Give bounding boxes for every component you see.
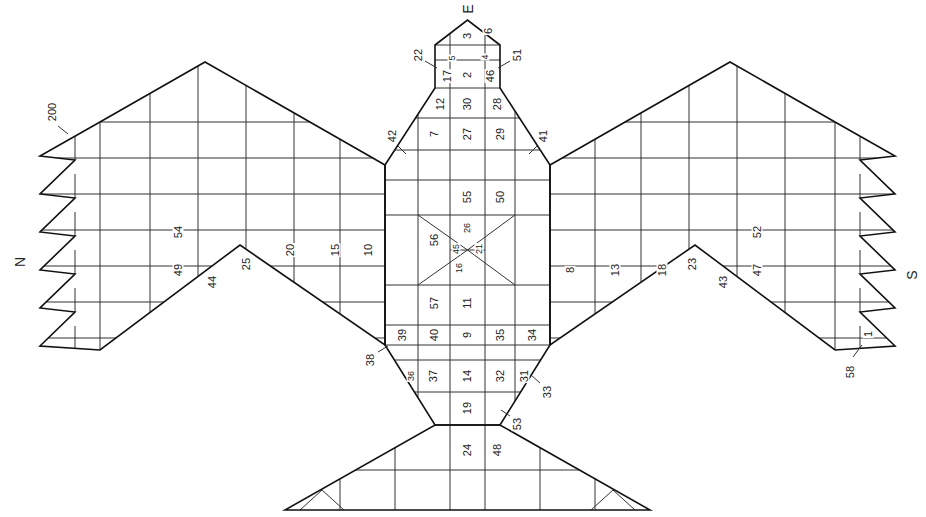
cell-number: 28	[492, 97, 503, 111]
cell-number: 200	[47, 102, 58, 122]
cell-number: 47	[752, 263, 763, 277]
cell-number: 7	[429, 130, 440, 138]
cell-number: 35	[495, 328, 506, 342]
cell-number: 44	[207, 275, 218, 289]
cell-number: 57	[429, 296, 440, 310]
cell-number: 23	[687, 257, 698, 271]
cell-number: 27	[462, 127, 473, 141]
cell-number: 46	[485, 69, 496, 83]
cell-number: 19	[462, 401, 473, 415]
cell-number: 55	[462, 190, 473, 204]
cell-number: 33	[542, 385, 553, 399]
cell-number: 32	[495, 369, 506, 383]
cell-number: 31	[519, 369, 530, 383]
cell-number: 25	[241, 257, 252, 271]
cell-number: 38	[365, 353, 376, 367]
cell-number: 37	[428, 369, 439, 383]
cell-number: 51	[512, 48, 523, 62]
cell-number: 16	[455, 262, 464, 274]
direction-letter: E	[461, 3, 475, 14]
cell-number: 4	[481, 53, 490, 60]
cell-number: 9	[462, 331, 473, 339]
cell-number: 11	[462, 296, 473, 309]
cell-number: 12	[435, 97, 446, 111]
cell-number: 2	[462, 71, 473, 79]
cell-number: 22	[413, 48, 424, 62]
cell-number: 53	[512, 417, 523, 431]
cell-number: 54	[173, 225, 184, 239]
cell-number: 34	[527, 328, 538, 342]
cell-number: 20	[285, 243, 296, 257]
cell-number: 18	[657, 263, 668, 277]
cell-number: 24	[462, 443, 473, 457]
cell-number: 13	[610, 263, 621, 277]
cell-number: 5	[448, 54, 457, 61]
cell-number: 17	[442, 69, 453, 83]
cell-number: 29	[495, 127, 506, 141]
direction-letter: S	[905, 269, 919, 280]
cell-number: 36	[407, 370, 416, 382]
cell-number: 42	[387, 129, 398, 143]
cell-number: 8	[565, 266, 576, 274]
cell-number: 40	[429, 328, 440, 342]
cell-number: 39	[397, 328, 408, 342]
cell-number: 52	[752, 225, 763, 239]
cell-number: 48	[492, 443, 503, 457]
cell-number: 43	[718, 275, 729, 289]
cell-number: 14	[462, 369, 473, 383]
cell-number: 45	[452, 243, 461, 255]
cell-number: 21	[475, 243, 484, 255]
cell-number: 6	[483, 27, 494, 35]
cell-number: 50	[495, 190, 506, 204]
cell-number: 56	[429, 233, 440, 247]
direction-letter: N	[13, 256, 27, 268]
cell-number: 58	[845, 365, 856, 379]
cell-number: 41	[538, 129, 549, 143]
cell-number: 49	[173, 263, 184, 277]
cell-number: 30	[462, 97, 473, 111]
cell-number: 10	[363, 243, 374, 257]
cell-number: 3	[462, 32, 473, 40]
cell-number: 15	[330, 243, 341, 257]
cell-number: 26	[463, 222, 472, 234]
cell-number: 1	[863, 330, 874, 338]
